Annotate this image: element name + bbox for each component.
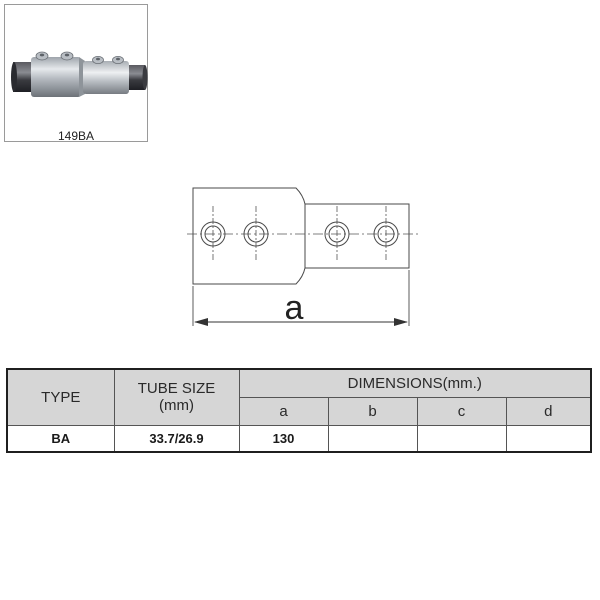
header-type: TYPE [6, 368, 115, 426]
product-photo-card: 149BA [4, 4, 148, 143]
header-tube-size: TUBE SIZE (mm) [113, 368, 240, 426]
dimension-a-label: a [284, 289, 304, 327]
header-dimensions: DIMENSIONS(mm.) [238, 368, 592, 398]
header-dim-c: c [416, 396, 507, 426]
cell-dim-a: 130 [238, 424, 329, 453]
table-header-row: TYPE TUBE SIZE (mm) DIMENSIONS(mm.) [6, 368, 592, 426]
cell-dim-d [505, 424, 592, 453]
cell-dim-b [327, 424, 418, 453]
cell-type: BA [6, 424, 115, 453]
header-dim-b: b [327, 396, 418, 426]
header-tube-size-line1: TUBE SIZE [137, 380, 216, 398]
table-subheader-row: a b c d [7, 396, 592, 426]
technical-drawing [187, 187, 421, 326]
dimensions-table: TYPE TUBE SIZE (mm) DIMENSIONS(mm.) a b … [6, 368, 592, 453]
cell-dim-c [416, 424, 507, 453]
cell-tube-size: 33.7/26.9 [113, 424, 240, 453]
table-row: BA 33.7/26.9 130 [6, 424, 592, 453]
product-photo [11, 51, 148, 97]
header-tube-size-line2: (mm) [159, 397, 194, 415]
header-dim-a: a [238, 396, 329, 426]
product-code-caption: 149BA [57, 129, 95, 143]
header-dim-d: d [505, 396, 592, 426]
